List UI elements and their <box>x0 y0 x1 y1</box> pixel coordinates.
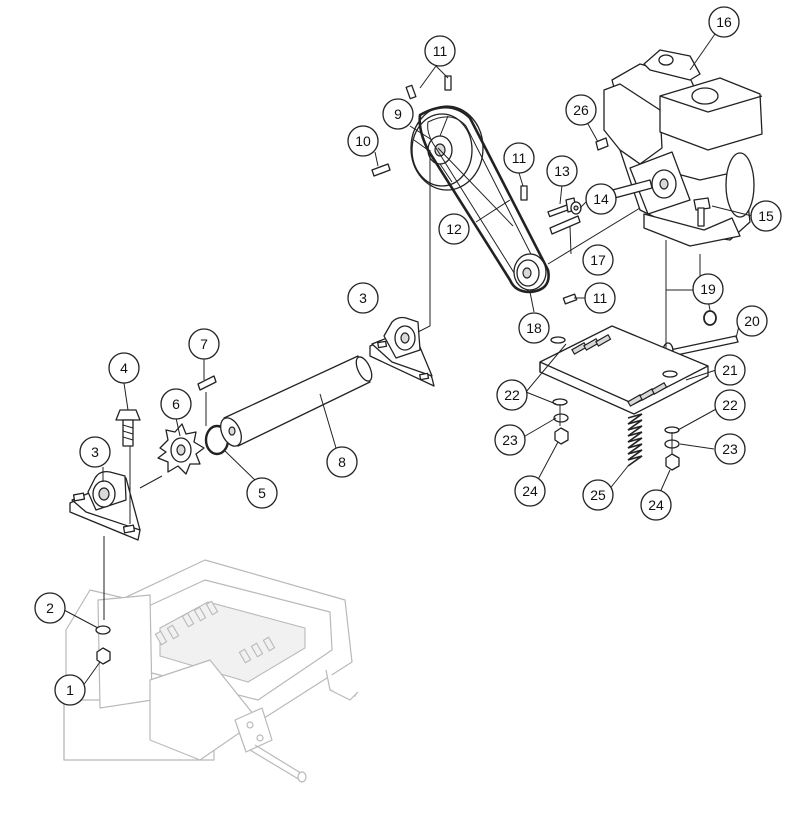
chassis-frame-ghost <box>63 559 359 783</box>
callout-20: 20 <box>736 305 768 337</box>
callout-12: 12 <box>438 213 470 245</box>
svg-text:13: 13 <box>554 163 570 179</box>
callout-24: 24 <box>640 489 672 521</box>
callout-9: 9 <box>382 98 414 130</box>
callout-11: 11 <box>424 35 456 67</box>
callout-21: 21 <box>714 354 746 386</box>
frame-nut-part <box>96 647 111 665</box>
hex-nut-part <box>554 427 680 471</box>
set-screw-part <box>405 75 578 305</box>
callout-15: 15 <box>750 200 782 232</box>
svg-text:15: 15 <box>758 208 774 224</box>
callout-22: 22 <box>714 389 746 421</box>
svg-text:7: 7 <box>200 336 208 352</box>
engine-mount-plate-part <box>539 325 709 415</box>
assembly-lines <box>103 150 701 620</box>
svg-text:20: 20 <box>744 313 760 329</box>
pillow-block-bearing-right <box>369 316 435 387</box>
callout-3: 3 <box>79 436 111 468</box>
svg-text:17: 17 <box>590 252 606 268</box>
svg-text:3: 3 <box>359 290 367 306</box>
callout-6: 6 <box>160 388 192 420</box>
svg-text:24: 24 <box>522 483 538 499</box>
callout-23: 23 <box>714 433 746 465</box>
svg-text:11: 11 <box>433 43 448 59</box>
svg-text:14: 14 <box>593 191 609 207</box>
callout-25: 25 <box>582 479 614 511</box>
svg-text:2: 2 <box>46 600 54 616</box>
callout-13: 13 <box>546 155 578 187</box>
svg-text:1: 1 <box>66 682 74 698</box>
svg-text:16: 16 <box>716 14 732 30</box>
hair-pin-clip-part <box>703 310 717 326</box>
engine-shaft-key-part <box>595 137 609 151</box>
svg-text:24: 24 <box>648 497 664 513</box>
callout-8: 8 <box>326 446 358 478</box>
svg-text:21: 21 <box>722 362 738 378</box>
svg-text:11: 11 <box>593 290 608 306</box>
svg-text:12: 12 <box>446 221 462 237</box>
svg-text:8: 8 <box>338 454 346 470</box>
callout-19: 19 <box>692 273 724 305</box>
svg-text:26: 26 <box>573 102 589 118</box>
callout-10: 10 <box>347 125 379 157</box>
callout-14: 14 <box>585 183 617 215</box>
large-pulley-part <box>410 105 484 191</box>
svg-text:23: 23 <box>502 432 518 448</box>
engine-part <box>589 49 763 247</box>
callout-5: 5 <box>246 477 278 509</box>
plate-washer-part <box>552 398 680 434</box>
svg-text:9: 9 <box>394 106 402 122</box>
svg-text:22: 22 <box>722 397 738 413</box>
callout-1: 1 <box>54 674 86 706</box>
callout-23: 23 <box>494 424 526 456</box>
svg-text:25: 25 <box>590 487 606 503</box>
svg-text:6: 6 <box>172 396 180 412</box>
svg-text:5: 5 <box>258 485 266 501</box>
frame-washer-part <box>95 625 111 635</box>
roller-shaft-part <box>220 355 373 447</box>
svg-text:11: 11 <box>512 150 527 166</box>
callout-11: 11 <box>503 142 535 174</box>
tension-spring-part <box>627 413 643 467</box>
callout-11: 11 <box>584 282 616 314</box>
shaft-key-part <box>197 375 217 391</box>
callout-17: 17 <box>582 244 614 276</box>
lock-washer-part <box>553 413 680 449</box>
callout-22: 22 <box>496 379 528 411</box>
svg-text:4: 4 <box>120 360 128 376</box>
svg-text:23: 23 <box>722 441 738 457</box>
pillow-block-bearing-left <box>69 470 141 541</box>
callout-18: 18 <box>518 312 550 344</box>
hex-bolt-part <box>115 409 141 447</box>
callout-2: 2 <box>34 592 66 624</box>
pulley-key-part <box>371 163 391 177</box>
callout-3: 3 <box>347 282 379 314</box>
callout-26: 26 <box>565 94 597 126</box>
engine-key-part <box>549 215 581 235</box>
engine-mount-bolt-part <box>693 197 711 227</box>
svg-text:10: 10 <box>355 133 371 149</box>
callout-4: 4 <box>108 352 140 384</box>
callout-24: 24 <box>514 475 546 507</box>
small-pulley-part <box>513 253 547 291</box>
svg-text:18: 18 <box>526 320 542 336</box>
svg-text:19: 19 <box>700 281 716 297</box>
flat-washer-part <box>570 201 582 215</box>
svg-text:22: 22 <box>504 387 520 403</box>
callout-16: 16 <box>708 6 740 38</box>
sprocket-gear-part <box>157 423 205 475</box>
callout-7: 7 <box>188 328 220 360</box>
svg-text:3: 3 <box>91 444 99 460</box>
